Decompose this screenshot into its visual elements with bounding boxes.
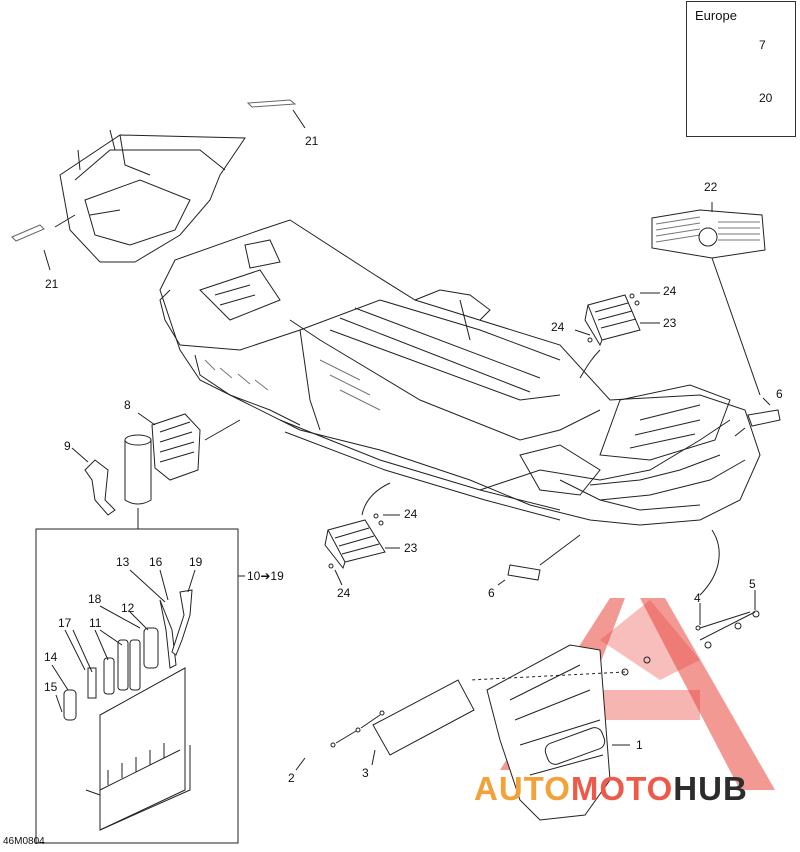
part-23-lower-footrest [324, 482, 400, 586]
part-1-rear-panel [486, 644, 630, 821]
watermark-part1: AUTO [474, 770, 571, 807]
callout-22: 22 [704, 180, 718, 194]
callout-16: 16 [149, 555, 163, 569]
callout-21-lower: 21 [45, 277, 59, 291]
callout-kit-range: 10➔19 [247, 569, 284, 583]
part-6-reflector-lower [497, 534, 581, 586]
callout-13: 13 [116, 555, 130, 569]
watermark-part2: MOTO [570, 770, 674, 807]
watermark-part3: HUB [673, 770, 748, 807]
part-8-tool-holder [137, 412, 241, 481]
callout-17: 17 [58, 616, 72, 630]
part-22-warning-decal [651, 202, 766, 396]
callout-19: 19 [189, 555, 203, 569]
europe-inset-box: Europe [686, 1, 796, 137]
callout-23-lower: 23 [404, 541, 418, 555]
callout-14: 14 [44, 650, 58, 664]
part-4-5-bolts [469, 529, 760, 681]
callout-4: 4 [694, 591, 701, 605]
part-23-upper-footrest [574, 292, 660, 379]
callout-6-lower: 6 [488, 586, 495, 600]
callout-20: 20 [759, 91, 773, 105]
callout-11: 11 [89, 616, 102, 630]
callout-8: 8 [124, 398, 131, 412]
callout-3: 3 [362, 766, 369, 780]
callout-21-upper: 21 [305, 134, 319, 148]
reference-code: 46M0804 [3, 836, 45, 847]
callout-24-lower: 24 [337, 586, 351, 600]
part-9-strap [71, 447, 116, 516]
callout-12: 12 [121, 601, 135, 615]
part-3-plate [371, 679, 475, 766]
watermark-text: AUTOMOTOHUB [474, 770, 748, 808]
callout-24-upper-right: 24 [663, 284, 677, 298]
part-chassis-frame [159, 219, 761, 526]
callout-24-lower-right: 24 [404, 507, 418, 521]
callout-18: 18 [88, 592, 102, 606]
callout-1: 1 [636, 738, 643, 752]
tool-kit-contents [51, 569, 196, 831]
callout-6-right: 6 [776, 387, 783, 401]
part-6-reflector-right [734, 397, 781, 437]
callout-9: 9 [64, 439, 71, 453]
part-2-fasteners [295, 710, 385, 771]
callout-15: 15 [44, 680, 58, 694]
callout-7: 7 [759, 38, 766, 52]
callout-24-upper-left: 24 [551, 320, 565, 334]
europe-label: Europe [695, 8, 737, 23]
callout-23-upper: 23 [663, 316, 677, 330]
part-tool-tube [124, 434, 152, 530]
callout-5: 5 [749, 577, 756, 591]
part-21-upper-guard [11, 99, 306, 271]
callout-2: 2 [288, 771, 295, 785]
